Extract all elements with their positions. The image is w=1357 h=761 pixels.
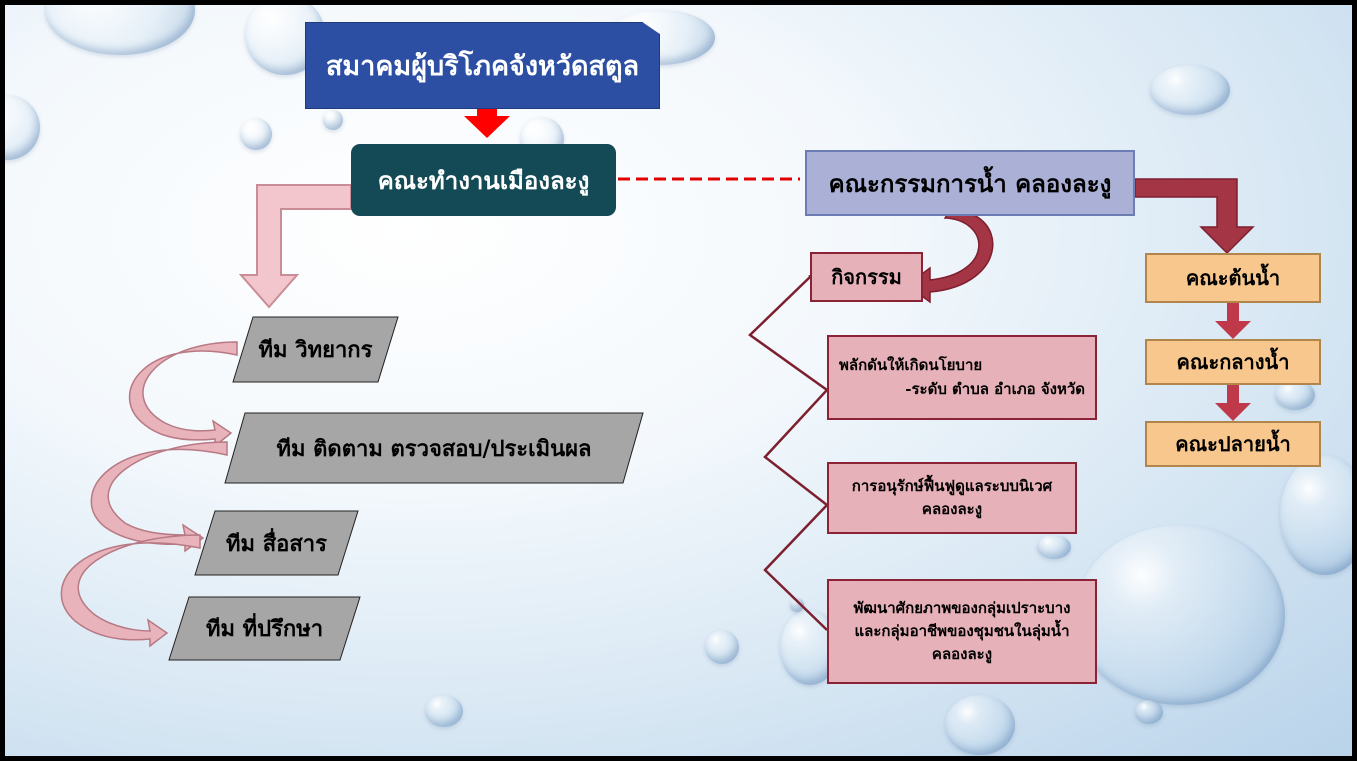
slide-background: ทีม วิทยากร ทีม ติดตาม ตรวจสอบ/ประเมินผล…	[5, 5, 1352, 756]
activity-item-line: และกลุ่มอาชีพของชุมชนในลุ่มน้ำ	[854, 621, 1070, 640]
activity-item-policy: พลักดันให้เกิดนโยบาย -ระดับ ตำบล อำเภอ จ…	[827, 335, 1097, 420]
activity-zigzag-connector	[748, 276, 829, 631]
activity-item-line: พัฒนาศักยภาพของกลุ่มเปราะบาง	[853, 598, 1071, 617]
activity-item-line: -ระดับ ตำบล อำเภอ จังหวัด	[905, 379, 1085, 398]
water-drop	[705, 630, 739, 664]
midstream-group-node: คณะกลางน้ำ	[1145, 339, 1321, 385]
upstream-group-node: คณะต้นน้ำ	[1145, 253, 1321, 303]
team-monitoring: ทีม ติดตาม ตรวจสอบ/ประเมินผล	[276, 435, 592, 462]
activity-node: กิจกรรม	[810, 252, 923, 302]
curved-arrow-teams-2	[90, 441, 228, 553]
water-drop	[425, 695, 463, 727]
water-drop	[1135, 700, 1163, 724]
upstream-group-label: คณะต้นน้ำ	[1185, 266, 1281, 290]
water-drop	[1150, 65, 1230, 115]
activity-item-line: พลักดันให้เกิดนโยบาย	[839, 356, 983, 375]
water-drop	[240, 118, 272, 150]
water-drop	[323, 110, 343, 130]
team-shapes	[168, 316, 644, 661]
consumer-association-label: สมาคมผู้บริโภคจังหวัดสตูล	[325, 51, 640, 82]
water-drop	[790, 598, 804, 612]
activity-item-line: คลองละงู	[931, 645, 993, 664]
activity-item-line: การอนุรักษ์ฟื้นฟูดูแลระบบนิเวศ	[851, 476, 1053, 495]
curved-arrow-teams-3	[60, 534, 201, 648]
bent-arrow-to-water-groups	[1134, 178, 1255, 255]
activity-item-conservation: การอนุรักษ์ฟื้นฟูดูแลระบบนิเวศ คลองละงู	[827, 462, 1077, 534]
curved-arrow-to-activity	[905, 209, 994, 304]
arrow-down-2	[1215, 385, 1251, 421]
downstream-group-label: คณะปลายน้ำ	[1175, 432, 1291, 456]
team-speakers: ทีม วิทยากร	[258, 337, 373, 363]
team-box-shape	[194, 510, 359, 576]
team-advisors: ทีม ที่ปรึกษา	[205, 616, 324, 642]
arrow-down-1	[1215, 303, 1251, 339]
consumer-association-node: สมาคมผู้บริโภคจังหวัดสตูล	[305, 22, 660, 109]
red-down-arrow	[464, 96, 510, 138]
water-drop	[945, 695, 1015, 755]
midstream-group-label: คณะกลางน้ำ	[1176, 350, 1290, 374]
water-drop	[1037, 535, 1071, 559]
activity-item-capacity: พัฒนาศักยภาพของกลุ่มเปราะบาง และกลุ่มอาช…	[827, 579, 1097, 684]
water-committee-label: คณะกรรมการน้ำ คลองละงู	[828, 168, 1112, 198]
downstream-group-node: คณะปลายน้ำ	[1145, 421, 1321, 467]
water-drop	[1280, 455, 1352, 575]
team-box-shape	[232, 316, 399, 383]
water-drop	[1075, 525, 1285, 705]
diagram-connectors	[60, 96, 1255, 648]
team-box-shape	[224, 412, 644, 484]
muang-la-ngu-label: คณะทำงานเมืองละงู	[377, 165, 590, 195]
bent-arrow-to-teams	[238, 184, 352, 309]
activity-item-line: คลองละงู	[921, 500, 983, 518]
activity-label: กิจกรรม	[831, 265, 902, 289]
water-committee-node: คณะกรรมการน้ำ คลองละงู	[805, 150, 1135, 216]
team-communication: ทีม สื่อสาร	[226, 530, 327, 557]
muang-la-ngu-working-group-node: คณะทำงานเมืองละงู	[351, 144, 616, 216]
water-drop	[1275, 380, 1315, 410]
team-box-shape	[168, 596, 361, 661]
